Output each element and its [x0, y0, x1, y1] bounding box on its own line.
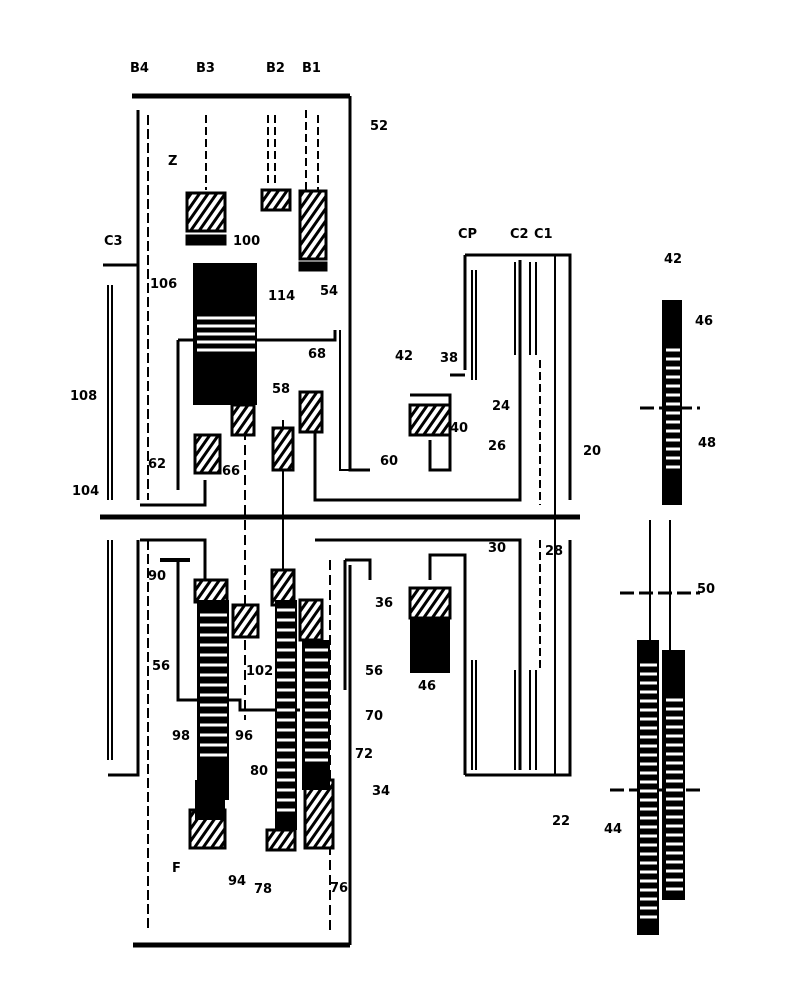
label-c3: C3 — [104, 235, 123, 248]
label-52: 52 — [370, 120, 388, 133]
label-28: 28 — [545, 545, 563, 558]
label-46a: 46 — [418, 680, 436, 693]
label-46b: 46 — [695, 315, 713, 328]
label-26: 26 — [488, 440, 506, 453]
label-f: F — [172, 862, 181, 875]
label-38: 38 — [440, 352, 458, 365]
label-34: 34 — [372, 785, 390, 798]
label-cp: CP — [458, 228, 477, 241]
label-c1: C1 — [534, 228, 553, 241]
label-58: 58 — [272, 383, 290, 396]
label-36: 36 — [375, 597, 393, 610]
label-96: 96 — [235, 730, 253, 743]
label-66: 66 — [222, 465, 240, 478]
brake-b3-element — [187, 193, 225, 231]
label-20: 20 — [583, 445, 601, 458]
label-102: 102 — [246, 665, 273, 678]
label-b4: B4 — [130, 62, 149, 75]
label-56a: 56 — [152, 660, 170, 673]
label-42b: 42 — [664, 253, 682, 266]
label-b1: B1 — [302, 62, 321, 75]
label-100: 100 — [233, 235, 260, 248]
label-60: 60 — [380, 455, 398, 468]
label-70: 70 — [365, 710, 383, 723]
label-104: 104 — [72, 485, 99, 498]
label-68: 68 — [308, 348, 326, 361]
label-48: 48 — [698, 437, 716, 450]
label-c2: C2 — [510, 228, 529, 241]
label-24: 24 — [492, 400, 510, 413]
label-114: 114 — [268, 290, 295, 303]
label-80: 80 — [250, 765, 268, 778]
label-b2: B2 — [266, 62, 285, 75]
label-72: 72 — [355, 748, 373, 761]
label-98: 98 — [172, 730, 190, 743]
label-56b: 56 — [365, 665, 383, 678]
label-22: 22 — [552, 815, 570, 828]
label-42a: 42 — [395, 350, 413, 363]
label-z: Z — [168, 155, 177, 168]
label-54: 54 — [320, 285, 338, 298]
brake-b2-element — [262, 190, 290, 210]
label-50: 50 — [697, 583, 715, 596]
label-44: 44 — [604, 823, 622, 836]
label-76: 76 — [330, 882, 348, 895]
label-30: 30 — [488, 542, 506, 555]
label-b3: B3 — [196, 62, 215, 75]
label-108: 108 — [70, 390, 97, 403]
label-40a: 40 — [450, 422, 468, 435]
brake-b1-element — [300, 191, 326, 259]
label-90: 90 — [148, 570, 166, 583]
label-106: 106 — [150, 278, 177, 291]
label-78: 78 — [254, 883, 272, 896]
label-62: 62 — [148, 458, 166, 471]
housing-right-wall-upper — [350, 96, 370, 470]
label-94: 94 — [228, 875, 246, 888]
